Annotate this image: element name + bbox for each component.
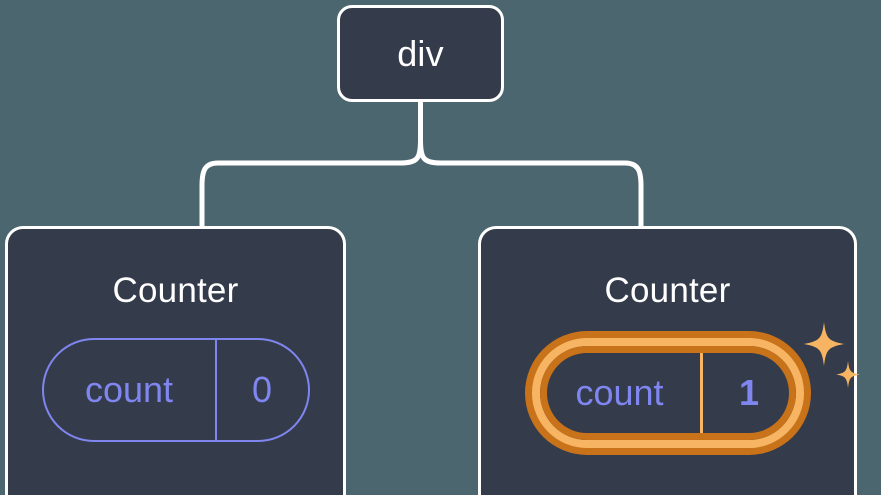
node-label-div: div	[397, 32, 444, 74]
state-badge-right[interactable]: count 1	[531, 338, 804, 448]
component-title-right: Counter	[604, 271, 731, 310]
state-hook-name-left: count	[84, 369, 174, 410]
state-badge-wrap-left: count 0	[41, 338, 310, 442]
connector-branch-right	[418, 137, 644, 231]
sparkles-group	[803, 322, 860, 388]
state-hook-value-left: 0	[214, 340, 308, 440]
tree-node-div[interactable]: div	[337, 5, 504, 102]
component-title-left: Counter	[112, 271, 239, 310]
state-badge-left[interactable]: count 0	[41, 338, 310, 442]
tree-node-counter-left[interactable]: Counter count 0	[5, 226, 346, 495]
state-badge-wrap-right: count 1	[531, 322, 860, 448]
tree-node-counter-right[interactable]: Counter count 1	[478, 226, 860, 495]
state-hook-name-right: count	[575, 372, 664, 413]
sparkle-large-icon	[803, 322, 844, 366]
connector-branch-left	[199, 137, 423, 231]
sparkle-small-icon	[835, 361, 860, 388]
state-hook-value-right: 1	[699, 346, 796, 440]
